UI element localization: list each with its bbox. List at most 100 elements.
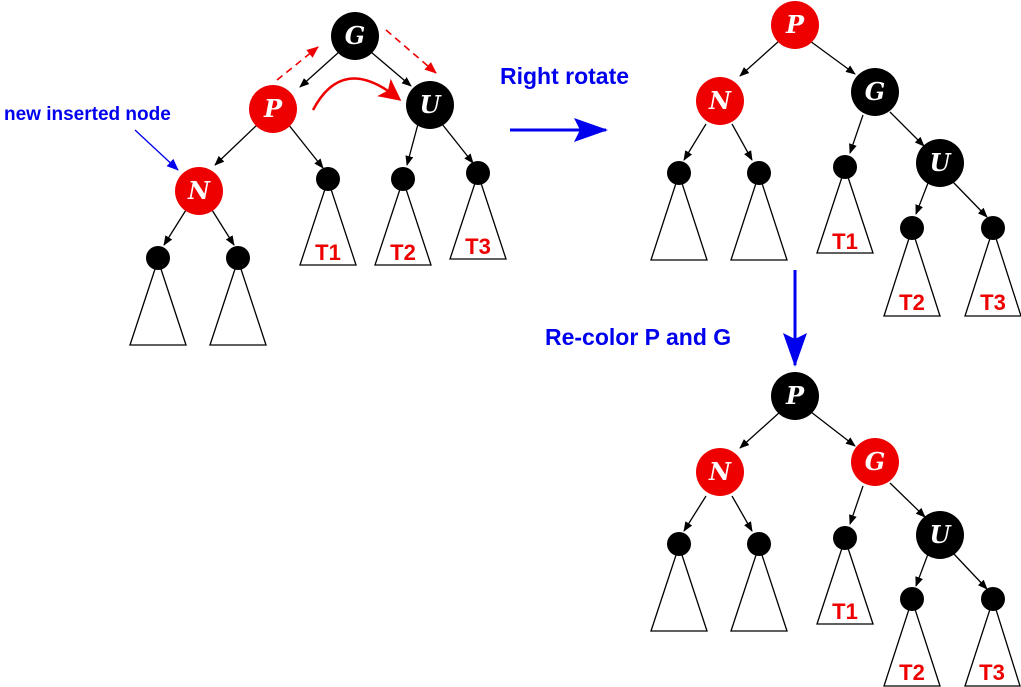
node-n — [696, 448, 744, 496]
leaf-node — [146, 246, 170, 270]
edge-n-leaf-left — [163, 209, 187, 246]
node-g-label: G — [345, 21, 366, 50]
edge-g-p — [299, 51, 340, 88]
leaf-node — [747, 161, 771, 185]
node-n-label: N — [708, 86, 732, 115]
tree-after-recolor: T1 T2 T3 P N G U — [650, 372, 1021, 687]
subtree-triangle — [129, 257, 187, 346]
recolor-label: Re-color P and G — [545, 324, 731, 350]
subtree-label-t1: T1 — [832, 229, 858, 254]
tree-before-subtrees — [129, 171, 507, 346]
leaf-node — [833, 526, 857, 550]
node-g-label: G — [865, 447, 886, 476]
subtree-triangle-t2 — [374, 177, 432, 266]
node-p — [771, 372, 819, 420]
edge-u-leaf-left — [405, 123, 419, 166]
tree-before: T1 T2 T3 G P U N new inserted node — [4, 12, 507, 346]
leaf-node — [667, 532, 691, 556]
node-g-label: G — [865, 77, 886, 106]
leaf-node — [981, 587, 1005, 611]
rotation-curved-arrow — [311, 77, 402, 111]
subtree-label-t2: T2 — [899, 660, 925, 685]
tree-after-rotate-subtrees — [650, 165, 1021, 317]
node-p — [771, 1, 819, 49]
edge-p-n — [214, 123, 259, 166]
subtree-label-t1: T1 — [832, 599, 858, 624]
edge-n-leaf-left — [683, 495, 707, 532]
subtree-triangle — [650, 171, 708, 261]
new-inserted-node-pointer — [134, 129, 179, 171]
tree-after-recolor-edges — [683, 411, 988, 590]
subtree-triangle-t1 — [299, 177, 357, 266]
node-u-label: U — [930, 520, 953, 549]
edge-g-u — [889, 111, 925, 147]
new-inserted-node-label: new inserted node — [4, 104, 171, 125]
tree-after-rotate: T1 T2 T3 P N G U — [650, 1, 1021, 317]
edge-n-leaf-left — [683, 123, 707, 161]
edge-p-n — [739, 411, 781, 449]
subtree-triangle — [730, 171, 788, 261]
subtree-triangle-t1 — [816, 536, 874, 625]
leaf-node — [316, 167, 340, 191]
edge-g-u — [889, 482, 926, 518]
node-n — [175, 167, 223, 215]
edge-p-n — [739, 40, 780, 77]
edge-g-leaf — [849, 485, 864, 525]
subtree-triangle — [209, 257, 267, 346]
subtree-triangle-t3 — [449, 171, 507, 260]
edge-u-leaf-right — [952, 181, 988, 218]
rotation-hint-dashed-up — [276, 46, 319, 81]
right-rotate-step: Right rotate — [500, 63, 629, 142]
edge-u-leaf-left — [915, 553, 929, 587]
edge-p-g — [810, 411, 856, 447]
leaf-node — [667, 161, 691, 185]
node-u — [916, 511, 964, 559]
node-p-label: P — [785, 10, 805, 39]
edge-p-leaf — [287, 123, 324, 169]
node-g — [331, 12, 379, 60]
node-n-label: N — [187, 176, 211, 205]
node-g — [851, 438, 899, 486]
subtree-triangle-t2 — [883, 226, 941, 317]
leaf-node — [747, 532, 771, 556]
subtree-label-t2: T2 — [390, 240, 416, 265]
tree-after-rotate-leaves — [667, 155, 1005, 240]
edge-n-leaf-right — [211, 209, 235, 246]
subtree-label-t3: T3 — [979, 660, 1005, 685]
edge-u-leaf-left — [915, 182, 929, 215]
node-p-label: P — [263, 94, 283, 123]
subtree-triangle-t3 — [964, 597, 1021, 687]
node-n — [696, 77, 744, 125]
node-p-label: P — [785, 381, 805, 410]
tree-after-rotate-edges — [683, 40, 988, 218]
subtree-triangle — [650, 543, 708, 632]
recolor-step: Re-color P and G — [545, 270, 807, 367]
subtree-label-t3: T3 — [980, 290, 1006, 315]
leaf-node — [900, 216, 924, 240]
leaf-node — [900, 587, 924, 611]
rotation-hint-dashed-down — [385, 29, 437, 74]
edge-u-leaf-right — [952, 552, 988, 590]
node-n-label: N — [708, 457, 732, 486]
edge-n-leaf-right — [731, 495, 753, 532]
subtree-triangle-t3 — [964, 226, 1021, 317]
node-g — [851, 68, 899, 116]
node-u-label: U — [930, 148, 953, 177]
edge-g-u — [370, 51, 412, 87]
leaf-node — [833, 155, 857, 179]
tree-before-edges — [163, 51, 474, 246]
subtree-label-t2: T2 — [899, 290, 925, 315]
leaf-node — [226, 246, 250, 270]
edge-u-leaf-right — [441, 123, 474, 164]
tree-before-leaves — [146, 161, 490, 270]
edge-g-leaf — [849, 114, 864, 154]
edge-n-leaf-right — [731, 123, 753, 161]
edge-p-g — [809, 40, 856, 75]
node-u-label: U — [420, 90, 443, 119]
leaf-node — [466, 161, 490, 185]
node-p — [249, 85, 297, 133]
subtree-triangle-t1 — [816, 165, 874, 254]
subtree-label-t3: T3 — [465, 234, 491, 259]
subtree-triangle — [730, 543, 788, 632]
